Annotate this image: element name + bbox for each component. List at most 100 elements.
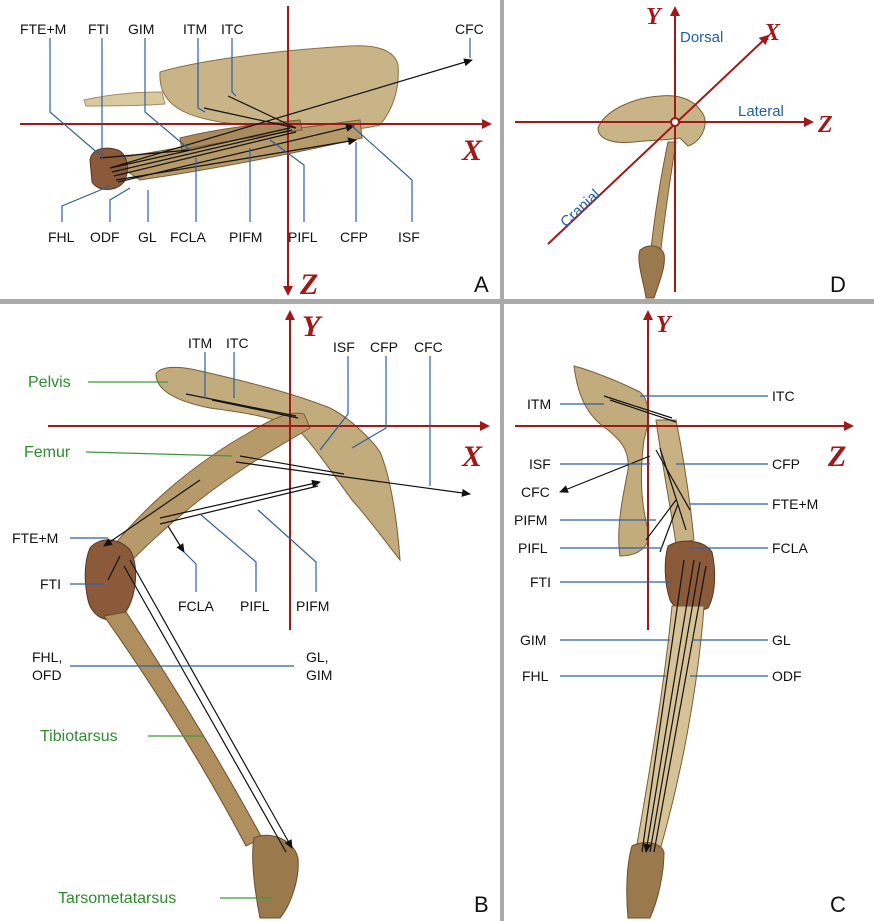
label-b-pifm: PIFM [296,598,329,614]
bone-label-tibiotarsus: Tibiotarsus [40,728,118,745]
axis-d-z-label: Z [817,112,833,138]
muscle-line [113,131,297,177]
muscle-line [655,449,691,511]
label-c-gl: GL [772,632,791,648]
direction-lateral: Lateral [738,103,784,120]
label-a-fcla: FCLA [170,229,206,245]
label-c-fte-m: FTE+M [772,496,818,512]
muscle-line [109,58,473,169]
bone-label-tarsometatarsus: Tarsometatarsus [58,890,176,907]
tarsometatarsus-bone [626,842,665,919]
pelvis-bone [597,95,706,147]
panel-d-letter: D [830,272,846,297]
leader-line [257,509,317,592]
axis-b-x-label: X [461,440,483,473]
muscle-line [111,129,293,173]
label-b-itm: ITM [188,335,212,351]
label-b-fti: FTI [40,576,61,592]
muscle-line [645,499,677,541]
muscle-line [159,479,321,519]
leader-line [199,513,257,592]
label-a-itm: ITM [183,21,207,37]
label-b-cfp: CFP [370,339,398,355]
leader-line [319,356,349,451]
leader-line [269,139,305,222]
label-c-cfc: CFC [521,484,550,500]
bone-segment [179,119,303,151]
tibiotarsus-bone [635,605,705,851]
leader-line [231,38,237,97]
pelvis-bone [159,45,399,132]
label-c-pifm: PIFM [514,512,547,528]
axis-b-y-label: Y [302,310,323,343]
pelvis-bone [155,366,401,562]
label-a-isf: ISF [398,229,420,245]
leader-line [351,125,413,222]
label-c-odf: ODF [772,668,802,684]
axis-d-y-label: Y [646,4,663,30]
knee-joint [84,539,137,621]
label-c-gim: GIM [520,632,546,648]
muscle-line [603,395,673,419]
femur-bone [109,412,311,571]
leader-line [49,38,101,156]
muscle-line [211,399,299,419]
label-b-ofd: OFD [32,667,62,683]
label-a-itc: ITC [221,21,244,37]
muscle-line [159,485,319,525]
muscle-line [227,95,297,129]
label-c-fcla: FCLA [772,540,808,556]
label-a-fhl: FHL [48,229,75,245]
muscle-line [641,559,685,853]
label-b-isf: ISF [333,339,355,355]
label-b-itc: ITC [226,335,249,351]
label-c-isf: ISF [529,456,551,472]
label-b-gl: GL, [306,649,329,665]
pelvis-flange [83,91,166,107]
panel-a: X Z FTE+M FTI GIM ITM ITC CFC FHL [20,6,492,301]
femur-bone [655,419,695,545]
label-a-gim: GIM [128,21,154,37]
panel-d: Y X Z Dorsal Lateral Cranial D [515,4,846,299]
muscle-line [167,525,185,553]
muscle-line [649,561,701,853]
muscle-line [239,455,345,475]
tibiotarsus-bone [638,245,665,299]
leader-line [61,185,111,222]
axis-a-z-label: Z [299,268,318,301]
divider-vertical [500,0,504,921]
femur-bone [649,141,677,259]
muscle-line [609,399,677,423]
muscle-line [643,559,695,853]
label-c-fti: FTI [530,574,551,590]
muscle-line [99,149,191,159]
axis-d-x-line [547,34,770,245]
knee-joint [664,540,716,612]
muscle-line [185,393,297,417]
label-c-fhl: FHL [522,668,549,684]
leader-line [109,187,131,222]
muscle-line [653,565,707,853]
label-a-odf: ODF [90,229,120,245]
muscle-line [235,461,471,497]
label-b-pifl: PIFL [240,598,270,614]
muscle-line [203,107,297,129]
panel-b: Y X ITM ITC ISF CFP CFC [12,310,490,919]
tibiotarsus-bone [103,611,263,847]
muscle-line [129,559,293,849]
muscle-line [559,455,651,493]
femur-head [89,147,128,190]
label-c-pifl: PIFL [518,540,548,556]
label-c-itm: ITM [527,396,551,412]
label-b-gim: GIM [306,667,332,683]
panel-c: Y Z ITM ISF CFC PIFM PIFL FTI [514,310,854,919]
label-a-gl: GL [138,229,157,245]
pelvis-bone [573,365,650,557]
label-b-fhl: FHL, [32,649,62,665]
panel-b-letter: B [474,892,489,917]
bone-label-femur: Femur [24,444,71,461]
bone-label-pelvis: Pelvis [28,374,71,391]
label-a-cfc: CFC [455,21,484,37]
axis-a-x-label: X [461,134,483,167]
origin-marker [670,117,680,127]
